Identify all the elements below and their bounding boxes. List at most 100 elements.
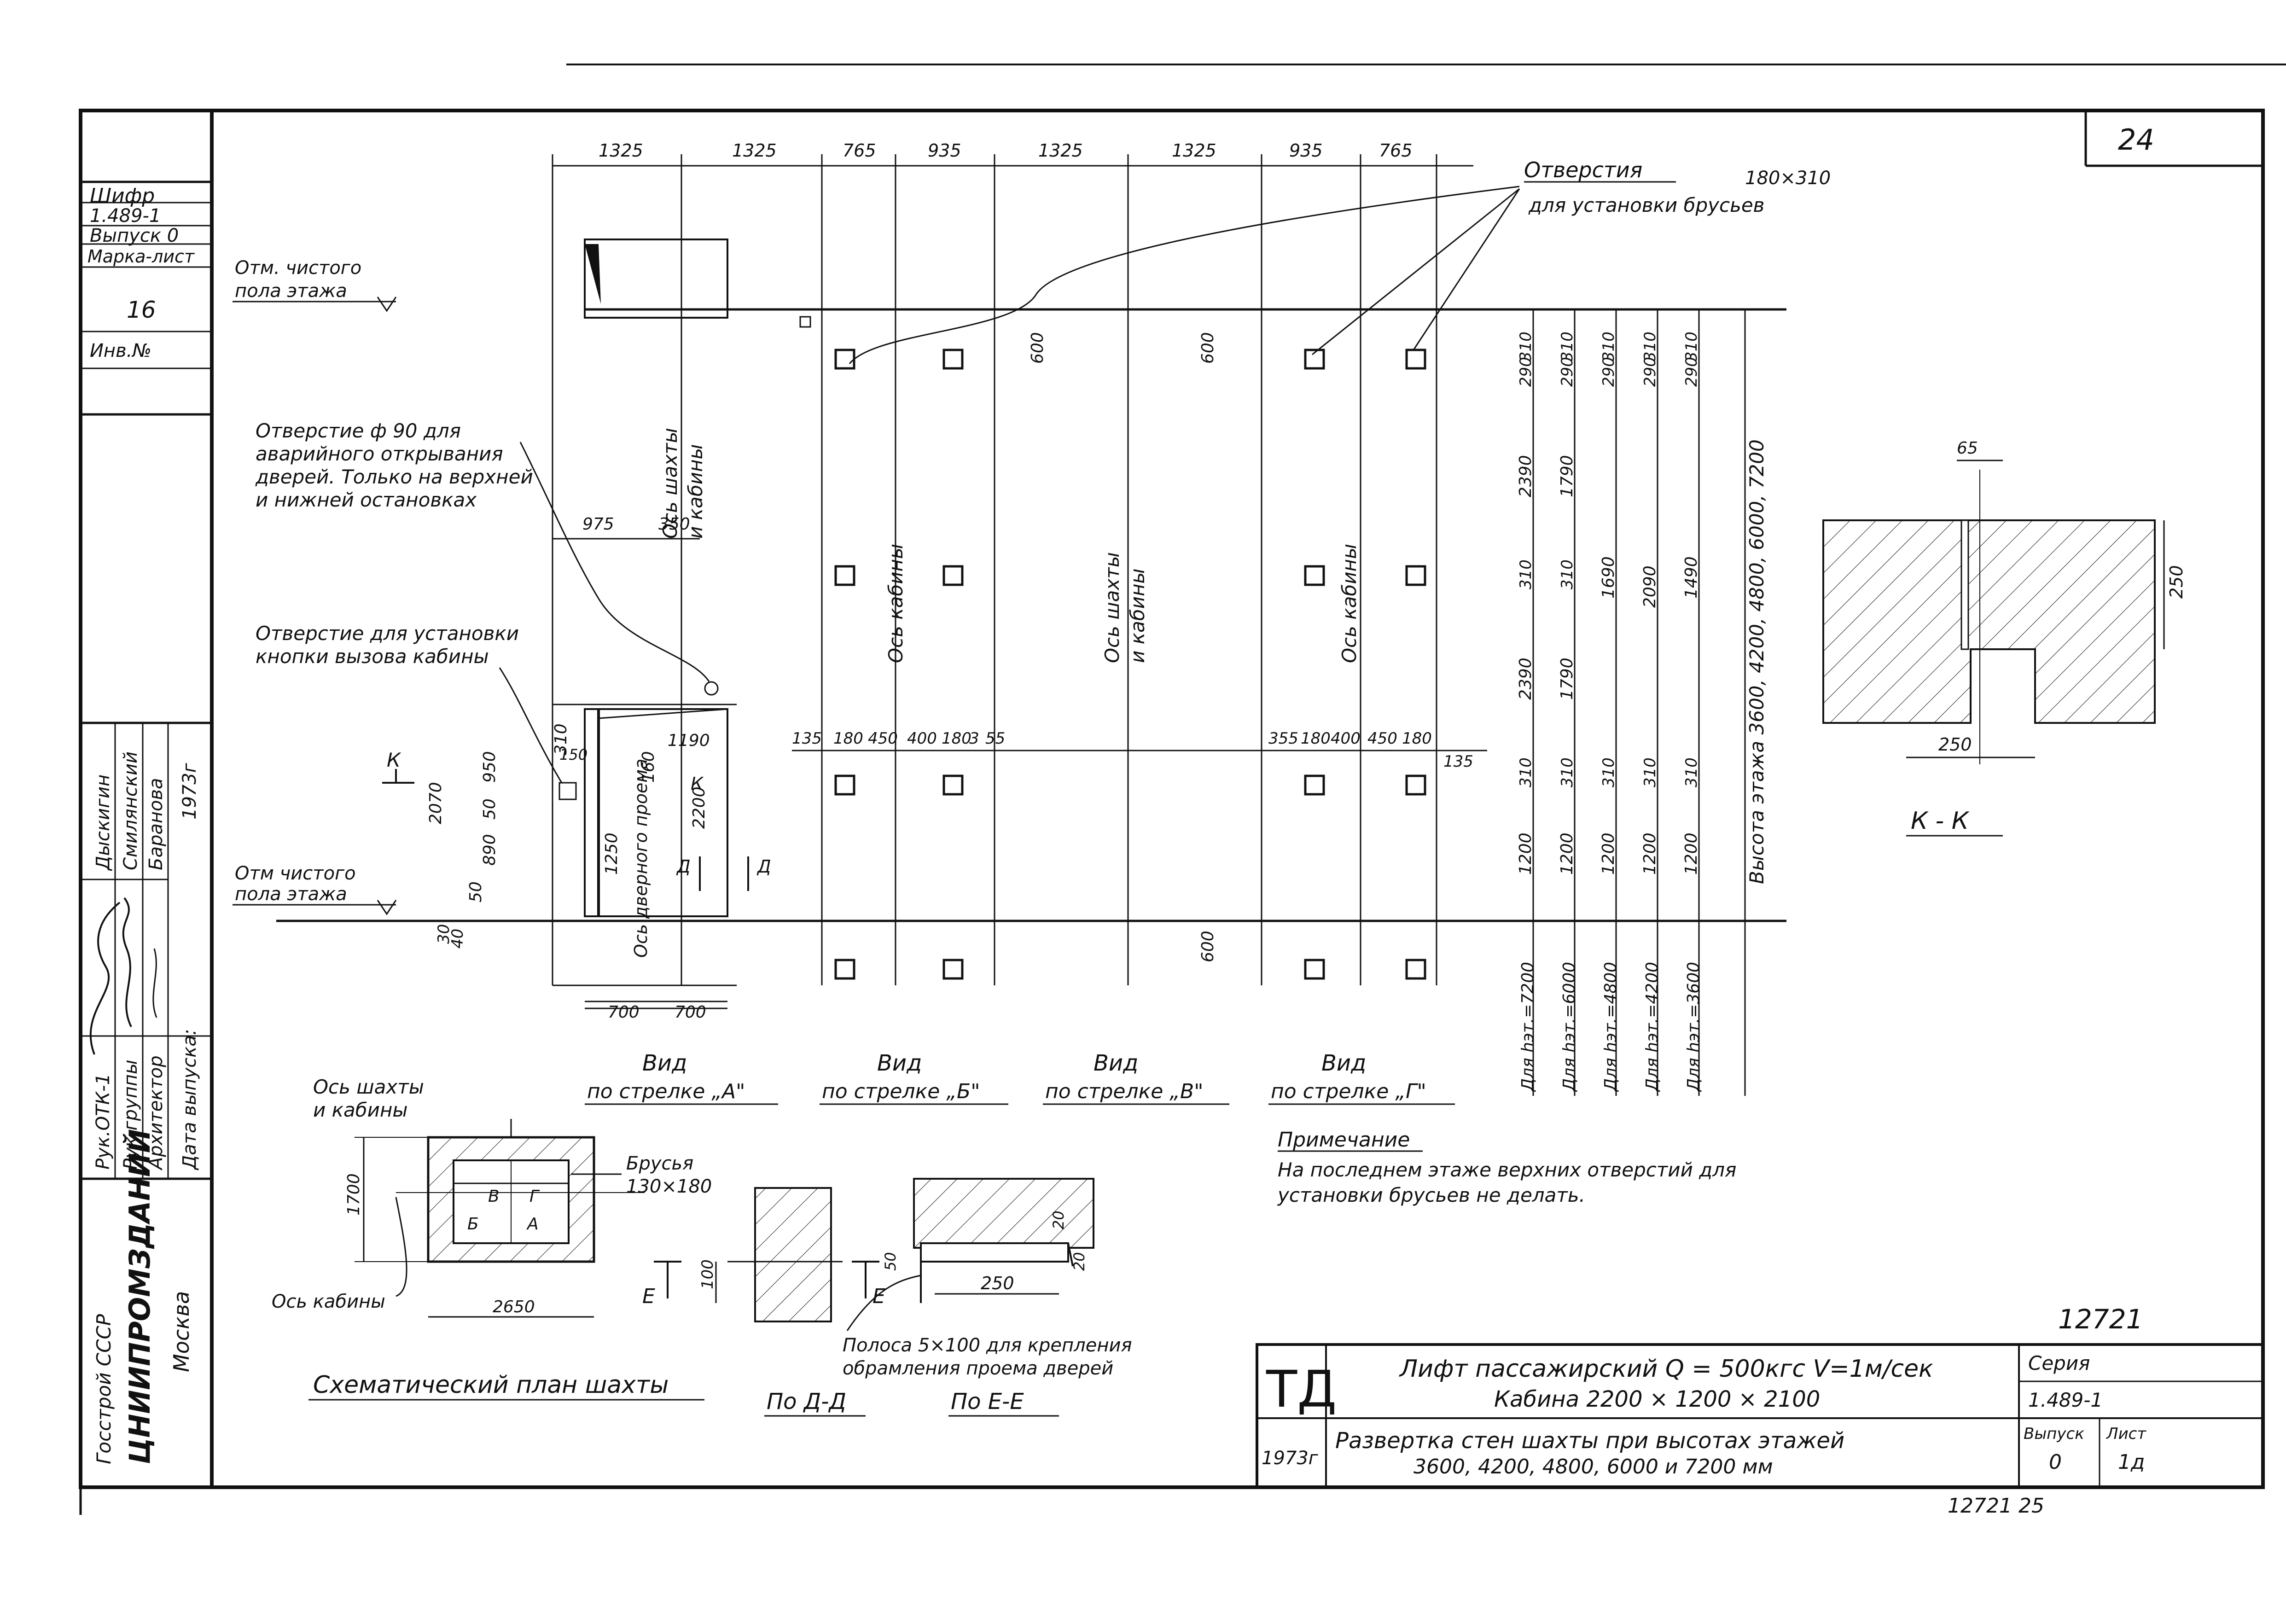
height-label-4200: Для hэт.=4200 <box>1643 962 1662 1092</box>
series-value: 1.489-1 <box>2028 1389 2103 1411</box>
dim-top-3: 765 <box>843 140 876 161</box>
stamp-year: 1973г <box>179 763 200 820</box>
doc-number: 12721 <box>2058 1304 2143 1335</box>
c1-290: 290 <box>1517 357 1535 387</box>
c4-2090: 2090 <box>1640 565 1659 608</box>
dim-top-8: 765 <box>1379 140 1413 161</box>
door-elevation <box>553 704 737 1002</box>
signer-1-role: Рук.ОТК-1 <box>93 1073 114 1170</box>
c3-1690: 1690 <box>1599 556 1618 599</box>
row-left-5: 180 <box>942 729 971 748</box>
signer-3-name: Баранова <box>145 778 167 870</box>
top-dimension-chain: 1325 1325 765 935 1325 1325 935 765 <box>552 140 1473 985</box>
row-left-6: 3 <box>969 729 979 748</box>
sheet-frame <box>79 109 2265 1489</box>
c3-310b: 310 <box>1600 757 1618 787</box>
c4-310b: 310 <box>1641 757 1659 787</box>
c1-1200: 1200 <box>1516 832 1535 875</box>
hole90-line-1: Отверстие ф 90 для <box>256 419 461 442</box>
view-g-word: Вид <box>1321 1050 1366 1076</box>
row-left-4: 400 <box>907 729 937 748</box>
dim-350: 350 <box>658 515 690 534</box>
page-number: 24 <box>2118 123 2154 157</box>
dim-door-50b: 50 <box>466 881 485 902</box>
row-left-3: 450 <box>868 729 898 748</box>
c2-1200: 1200 <box>1558 832 1576 875</box>
marker-e-right: Е <box>873 1285 885 1308</box>
height-dimension-columns <box>1532 309 1746 1096</box>
c2-310b: 310 <box>1558 559 1576 589</box>
wall-holes <box>834 349 1426 980</box>
ee-dim-50: 50 <box>882 1252 899 1271</box>
dim-top-7: 935 <box>1289 140 1323 161</box>
marker-d-left: Д <box>676 856 691 877</box>
dim-door-40: 40 <box>448 929 467 949</box>
title-block: 12721 ТД Лифт пассажирский Q = 500кгс V=… <box>1256 1304 2264 1518</box>
bottom-number: 12721 25 <box>1948 1494 2044 1518</box>
marker-e-left: Е <box>642 1285 655 1308</box>
axis-cabin-1: Ось кабины <box>884 544 907 663</box>
c5-290: 290 <box>1682 357 1701 387</box>
c2-310c: 310 <box>1558 757 1576 787</box>
dim-door-950: 950 <box>480 751 499 783</box>
title-line-4: 3600, 4200, 4800, 6000 и 7200 мм <box>1413 1455 1773 1478</box>
title-line-2: Кабина 2200 × 1200 × 2100 <box>1494 1386 1820 1412</box>
c1-310: 310 <box>1517 332 1535 361</box>
c1-2390a: 2390 <box>1516 455 1535 497</box>
axis-cabin-2: Ось кабины <box>1338 544 1361 663</box>
upper-door-opening <box>584 239 728 319</box>
section-ee-title: По Е-Е <box>951 1389 1024 1414</box>
c3-290: 290 <box>1600 357 1618 387</box>
dim-door-50a: 50 <box>480 798 499 820</box>
plan-letter-b: Б <box>467 1215 479 1234</box>
hole90-line-4: и нижней остановках <box>256 489 477 511</box>
dim-door-890: 890 <box>480 834 499 866</box>
holes-purpose: для установки брусьев <box>1528 194 1764 216</box>
issue-label-tb: Выпуск <box>2024 1425 2084 1443</box>
c5-310b: 310 <box>1682 757 1701 787</box>
upper-door-hatch <box>585 244 601 304</box>
button-line-2: кнопки вызова кабины <box>256 645 489 668</box>
signature-1 <box>89 902 121 1055</box>
row-right-3: 400 <box>1331 729 1361 748</box>
sheet-label-tb: Лист <box>2106 1425 2146 1443</box>
c2-290: 290 <box>1558 357 1576 387</box>
marker-k-right: К <box>691 774 704 794</box>
note-line-2: установки брусьев не делать. <box>1277 1184 1585 1206</box>
dim-door-2070: 2070 <box>426 782 445 824</box>
dim-top-4: 935 <box>928 140 961 161</box>
axis-shaft-1-line1: Ось шахты <box>659 428 681 539</box>
mark-sheet-value: 16 <box>127 297 156 323</box>
height-label-4800: Для hэт.=4800 <box>1601 962 1620 1092</box>
view-a-word: Вид <box>642 1050 687 1076</box>
dim-975: 975 <box>582 515 614 534</box>
dim-600-c: 600 <box>1198 931 1217 962</box>
series-label: Серия <box>2028 1352 2090 1374</box>
dim-door-700b: 700 <box>675 1003 706 1022</box>
c1-310c: 310 <box>1517 757 1535 787</box>
section-dd: 100 Е По Д-Д <box>642 1187 866 1417</box>
org-city: Москва <box>169 1291 194 1372</box>
org-name-2: ЦНИИПРОМЗДАНИЙ <box>123 1129 157 1464</box>
section-dd-title: По Д-Д <box>767 1389 846 1414</box>
ee-dim-20b: 20 <box>1070 1252 1088 1271</box>
beams-label-1: Брусья <box>626 1153 693 1174</box>
c5-1490: 1490 <box>1682 556 1701 599</box>
c5-310: 310 <box>1682 332 1701 361</box>
c4-1200: 1200 <box>1640 832 1659 875</box>
plan-axis-cabin: Ось кабины <box>272 1291 385 1312</box>
holes-title: Отверстия <box>1524 157 1642 182</box>
c2-1790a: 1790 <box>1558 455 1576 497</box>
dim-600-a: 600 <box>1028 332 1047 364</box>
c2-1790b: 1790 <box>1558 658 1576 700</box>
shaft-plan: Ось шахты и кабины В Г Б А 1700 2650 Бру… <box>272 1076 712 1401</box>
dim-door-1190: 1190 <box>668 731 710 750</box>
plan-letter-v: В <box>488 1187 500 1206</box>
signature-2 <box>122 897 132 1027</box>
floor-mark-2: пола этажа <box>235 280 347 302</box>
c5-1200: 1200 <box>1682 832 1701 875</box>
view-b-word: Вид <box>877 1050 922 1076</box>
dim-top-6: 1325 <box>1172 140 1216 161</box>
c4-290: 290 <box>1641 357 1659 387</box>
